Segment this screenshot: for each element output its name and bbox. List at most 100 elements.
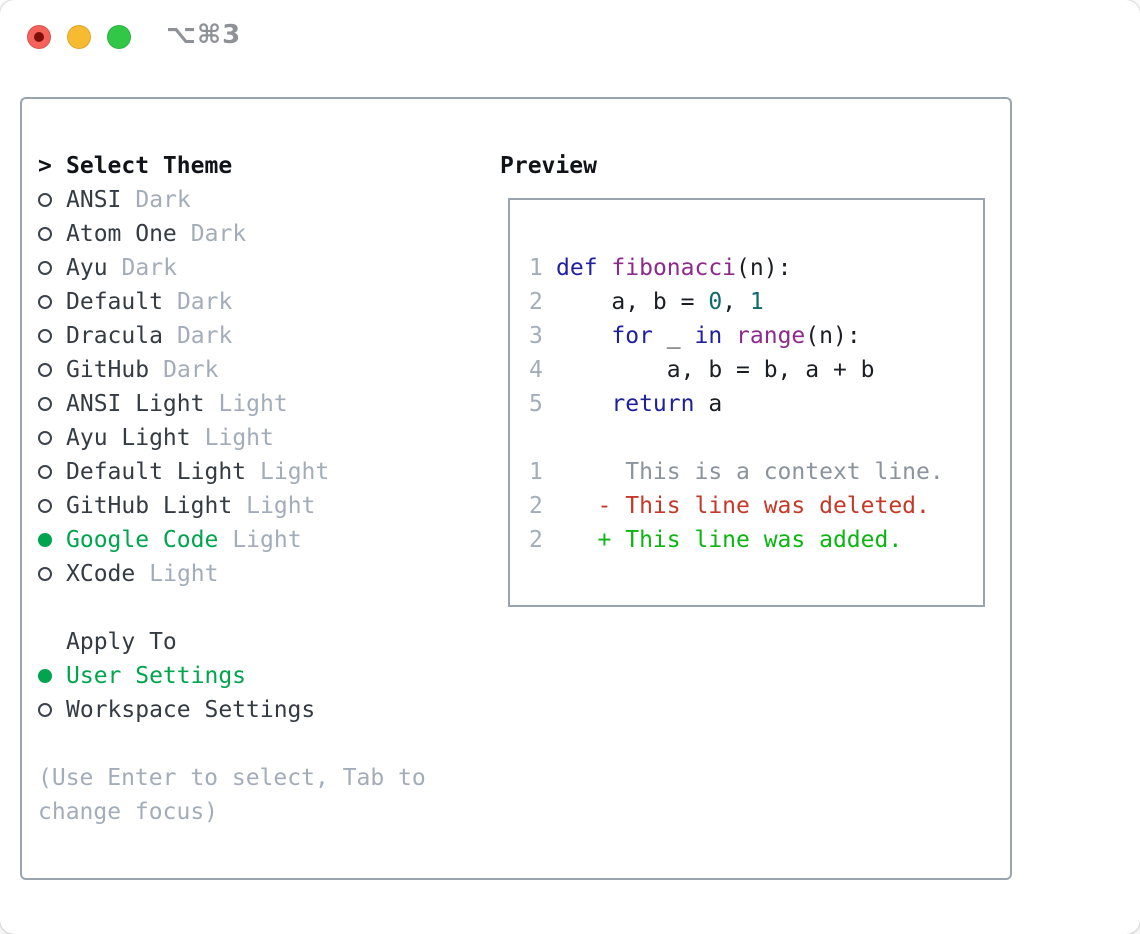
- radio-icon: [38, 295, 66, 309]
- close-button[interactable]: [27, 25, 51, 49]
- radio-icon: [38, 193, 66, 207]
- preview-code-line: 2 a, b = 0, 1: [529, 285, 983, 319]
- line-number: 2: [529, 527, 543, 553]
- code-text: for _ in range(n):: [611, 323, 861, 349]
- radio-icon: [38, 499, 66, 513]
- code-text: def fibonacci(n):: [556, 255, 792, 281]
- diff-text: + This line was added.: [556, 527, 903, 553]
- theme-option-github-light[interactable]: GitHub Light Light: [38, 489, 426, 523]
- theme-variant-tag: Light: [218, 391, 288, 417]
- spacer: [38, 591, 426, 625]
- theme-name: GitHub: [66, 357, 150, 383]
- theme-variant-tag: Dark: [163, 357, 219, 383]
- code-text: return a: [611, 391, 723, 417]
- code-text: a, b = 0, 1: [556, 289, 764, 315]
- zoom-button[interactable]: [107, 25, 131, 49]
- theme-variant-tag: Light: [232, 527, 302, 553]
- radio-icon: [38, 703, 66, 717]
- radio-icon: [38, 567, 66, 581]
- theme-variant-tag: Light: [246, 493, 316, 519]
- theme-variant-tag: Light: [260, 459, 330, 485]
- code-text: a, b = b, a + b: [556, 357, 875, 383]
- apply-option-label: Workspace Settings: [66, 697, 316, 723]
- apply-option-user-settings[interactable]: User Settings: [38, 659, 426, 693]
- titlebar: ⌥⌘3: [0, 0, 1140, 74]
- line-number: 2: [529, 493, 543, 519]
- theme-option-ansi[interactable]: ANSI Dark: [38, 183, 426, 217]
- theme-variant-tag: Dark: [190, 221, 247, 247]
- theme-name: Default: [66, 289, 163, 315]
- line-number: 2: [529, 289, 543, 315]
- theme-option-google-code[interactable]: Google Code Light: [38, 523, 426, 557]
- theme-name: ANSI: [66, 187, 122, 213]
- theme-option-ayu[interactable]: Ayu Dark: [38, 251, 426, 285]
- select-theme-header: > Select Theme: [38, 149, 426, 183]
- apply-option-workspace-settings[interactable]: Workspace Settings: [38, 693, 426, 727]
- line-number: 1: [529, 255, 543, 281]
- theme-name: Dracula: [66, 323, 163, 349]
- theme-name: Default Light: [66, 459, 247, 485]
- radio-selected-icon: [38, 533, 66, 547]
- theme-name: Google Code: [66, 527, 219, 553]
- apply-to-title: Apply To: [66, 629, 177, 655]
- theme-variant-tag: Light: [149, 561, 219, 587]
- line-number: 5: [529, 391, 543, 417]
- apply-to-header: Apply To: [38, 625, 426, 659]
- radio-icon: [38, 397, 66, 411]
- preview-diff-line-deleted: 2 - This line was deleted.: [529, 489, 983, 523]
- line-number: 3: [529, 323, 543, 349]
- theme-variant-tag: Dark: [121, 255, 177, 281]
- theme-option-default[interactable]: Default Dark: [38, 285, 426, 319]
- theme-name: Atom One: [66, 221, 177, 247]
- theme-variant-tag: Dark: [176, 323, 233, 349]
- unsaved-indicator-dot: [34, 32, 44, 42]
- help-hint-line-1: (Use Enter to select, Tab to: [38, 765, 426, 791]
- theme-name: GitHub Light: [66, 493, 233, 519]
- spacer: [529, 421, 983, 455]
- preview-diff-line-context: 1 This is a context line.: [529, 455, 983, 489]
- theme-name: Ayu: [66, 255, 108, 281]
- preview-title: Preview: [500, 153, 597, 179]
- minimize-button[interactable]: [67, 25, 91, 49]
- theme-option-atom-one[interactable]: Atom One Dark: [38, 217, 426, 251]
- diff-text: - This line was deleted.: [556, 493, 930, 519]
- apply-option-label: User Settings: [66, 663, 247, 689]
- preview-code-line: 3 for _ in range(n):: [529, 319, 983, 353]
- radio-selected-icon: [38, 669, 66, 683]
- select-theme-title: Select Theme: [66, 153, 233, 179]
- line-number: 4: [529, 357, 543, 383]
- preview-code-line: 1 def fibonacci(n):: [529, 251, 983, 285]
- window-title-shortcut: ⌥⌘3: [166, 20, 242, 50]
- theme-option-xcode[interactable]: XCode Light: [38, 557, 426, 591]
- theme-option-default-light[interactable]: Default Light Light: [38, 455, 426, 489]
- spacer: [38, 727, 426, 761]
- radio-icon: [38, 431, 66, 445]
- preview-code-line: 4 a, b = b, a + b: [529, 353, 983, 387]
- theme-variant-tag: Dark: [135, 187, 191, 213]
- radio-icon: [38, 261, 66, 275]
- theme-variant-tag: Dark: [176, 289, 233, 315]
- radio-icon: [38, 227, 66, 241]
- line-number: 1: [529, 459, 543, 485]
- cursor-icon: >: [38, 153, 52, 179]
- preview-diff-line-added: 2 + This line was added.: [529, 523, 983, 557]
- theme-option-github[interactable]: GitHub Dark: [38, 353, 426, 387]
- traffic-lights: [27, 25, 131, 49]
- theme-name: Ayu Light: [66, 425, 191, 451]
- theme-option-ansi-light[interactable]: ANSI Light Light: [38, 387, 426, 421]
- preview-code-line: 5 return a: [529, 387, 983, 421]
- theme-name: ANSI Light: [66, 391, 205, 417]
- theme-name: XCode: [66, 561, 136, 587]
- diff-text: This is a context line.: [556, 459, 944, 485]
- radio-icon: [38, 329, 66, 343]
- radio-icon: [38, 465, 66, 479]
- theme-option-dracula[interactable]: Dracula Dark: [38, 319, 426, 353]
